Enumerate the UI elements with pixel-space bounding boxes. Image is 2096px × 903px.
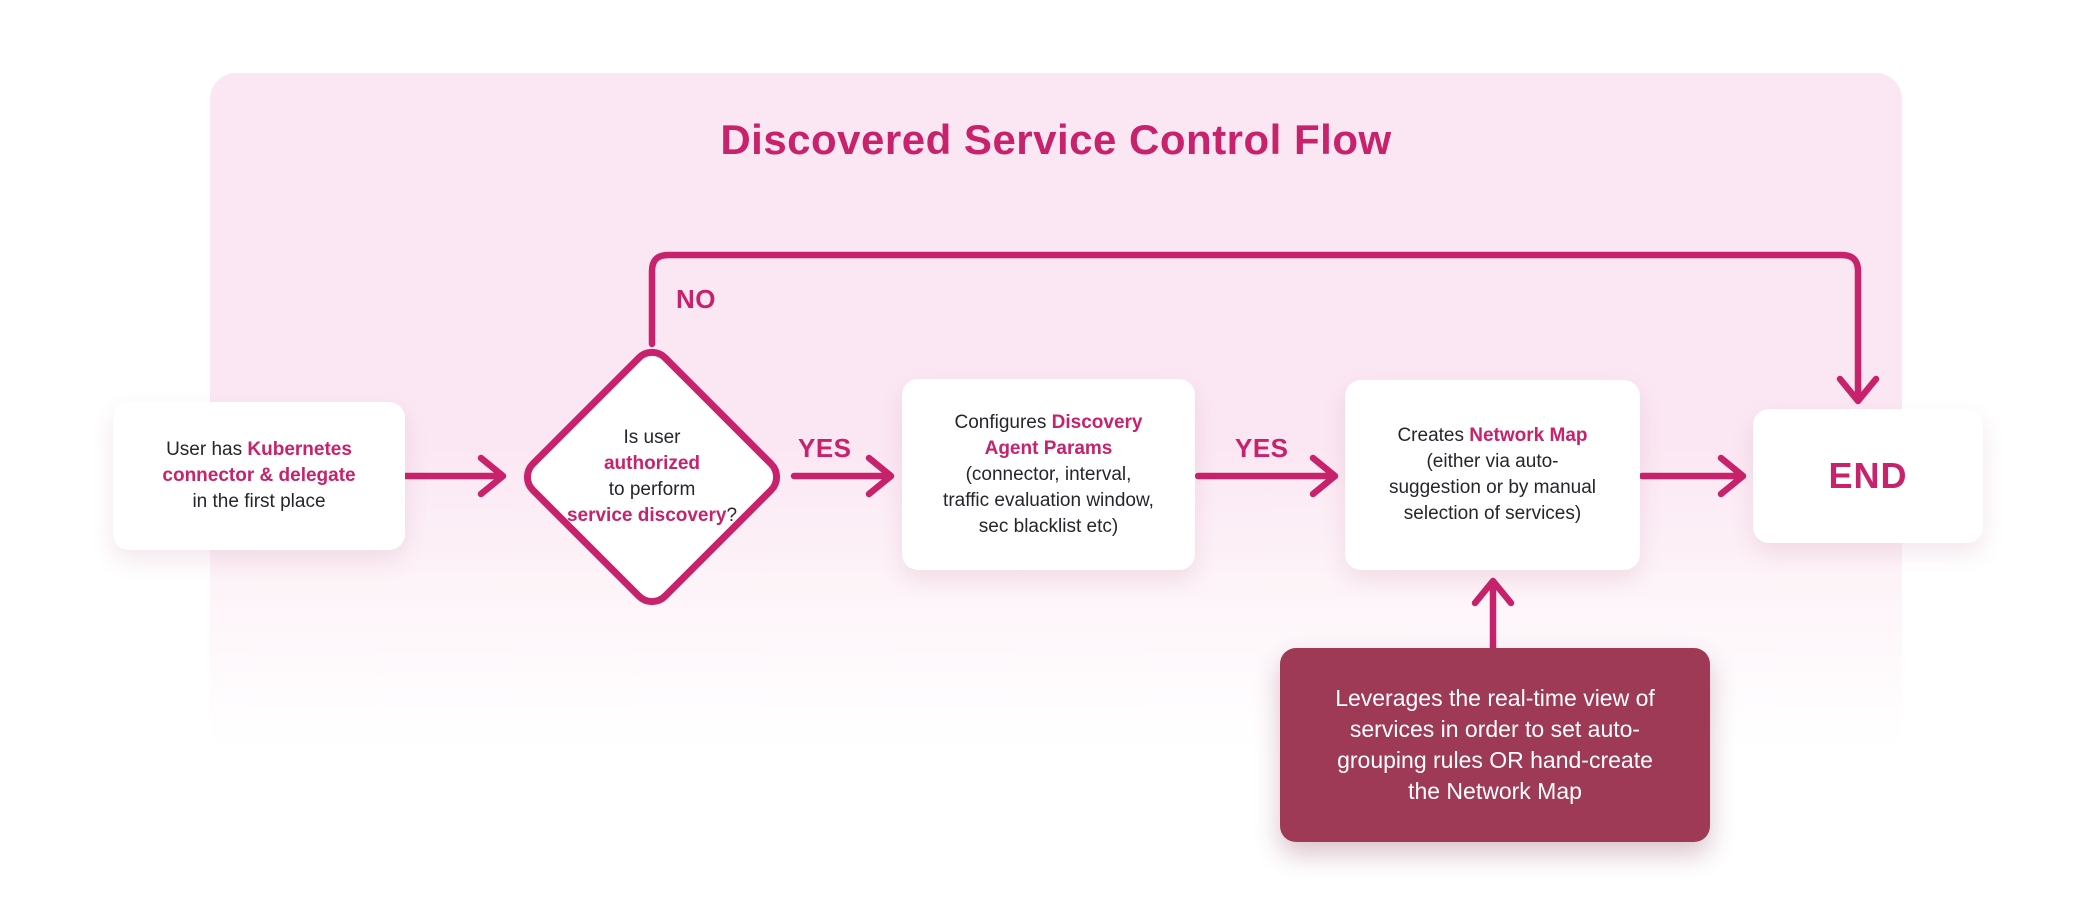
edge-start-to-decision	[401, 454, 507, 498]
edge-decision-no-to-end	[648, 251, 1880, 405]
edge-decision-to-configure	[790, 454, 895, 498]
node-network-text: Creates Network Map(either via auto-sugg…	[1388, 425, 1596, 524]
edge-label-no: NO	[676, 284, 716, 314]
edge-label-yes-2: YES	[1235, 433, 1289, 463]
diagram-title: Discovered Service Control Flow	[720, 116, 1392, 163]
end-label: END	[1828, 455, 1908, 496]
node-creates-network-map: Creates Network Map(either via auto-sugg…	[1345, 380, 1640, 570]
edge-configure-to-network-map	[1194, 454, 1339, 498]
edge-label-yes-1: YES	[798, 433, 852, 463]
node-end: END	[1753, 409, 1983, 543]
edge-network-map-to-end	[1638, 454, 1747, 498]
edge-note-to-network-map	[1471, 577, 1515, 654]
